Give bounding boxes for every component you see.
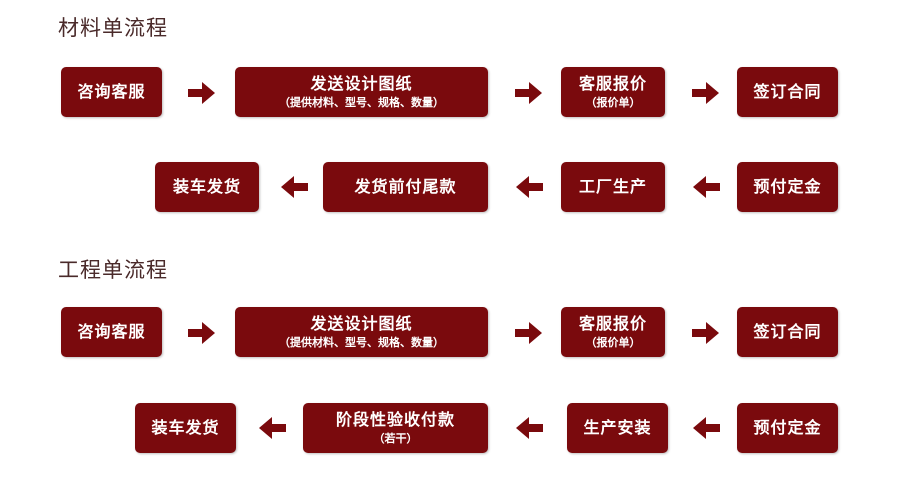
- project-step-stage-acceptance-payment: 阶段性验收付款 （若干）: [303, 403, 488, 453]
- arrow-right-icon: [188, 82, 215, 104]
- step-label: 发送设计图纸: [310, 74, 413, 93]
- arrow-left-icon: [516, 176, 543, 198]
- step-sublabel: （提供材料、型号、规格、数量）: [279, 96, 444, 109]
- step-label: 预付定金: [753, 177, 822, 196]
- step-label: 工厂生产: [578, 177, 647, 196]
- step-label: 生产安装: [583, 418, 652, 437]
- material-step-consult: 咨询客服: [61, 67, 162, 117]
- material-step-contract: 签订合同: [737, 67, 838, 117]
- arrow-right-icon: [692, 322, 719, 344]
- arrow-right-icon: [515, 82, 542, 104]
- project-step-send-drawings: 发送设计图纸 （提供材料、型号、规格、数量）: [235, 307, 488, 357]
- step-label: 咨询客服: [77, 322, 146, 341]
- material-step-production: 工厂生产: [561, 162, 665, 212]
- step-sublabel: （报价单）: [585, 96, 641, 109]
- step-sublabel: （报价单）: [585, 336, 641, 349]
- step-sublabel: （若干）: [373, 432, 418, 445]
- material-step-ship: 装车发货: [155, 162, 259, 212]
- project-step-deposit: 预付定金: [737, 403, 838, 453]
- project-step-quote: 客服报价 （报价单）: [561, 307, 665, 357]
- step-label: 签订合同: [753, 322, 822, 341]
- arrow-left-icon: [693, 176, 720, 198]
- material-step-quote: 客服报价 （报价单）: [561, 67, 665, 117]
- step-label: 装车发货: [151, 418, 220, 437]
- project-step-consult: 咨询客服: [61, 307, 162, 357]
- material-step-deposit: 预付定金: [737, 162, 838, 212]
- step-label: 装车发货: [172, 177, 241, 196]
- material-step-send-drawings: 发送设计图纸 （提供材料、型号、规格、数量）: [235, 67, 488, 117]
- step-label: 客服报价: [578, 74, 647, 93]
- project-step-ship: 装车发货: [135, 403, 236, 453]
- material-step-final-payment: 发货前付尾款: [323, 162, 488, 212]
- step-label: 签订合同: [753, 82, 822, 101]
- project-step-production-install: 生产安装: [567, 403, 668, 453]
- step-label: 发送设计图纸: [310, 314, 413, 333]
- arrow-right-icon: [692, 82, 719, 104]
- arrow-left-icon: [516, 417, 543, 439]
- arrow-left-icon: [259, 417, 286, 439]
- material-flow-title: 材料单流程: [58, 16, 168, 40]
- arrow-left-icon: [693, 417, 720, 439]
- step-label: 客服报价: [578, 314, 647, 333]
- arrow-right-icon: [188, 322, 215, 344]
- project-step-contract: 签订合同: [737, 307, 838, 357]
- step-sublabel: （提供材料、型号、规格、数量）: [279, 336, 444, 349]
- project-flow-title: 工程单流程: [58, 258, 168, 282]
- arrow-left-icon: [281, 176, 308, 198]
- step-label: 发货前付尾款: [354, 177, 457, 196]
- step-label: 咨询客服: [77, 82, 146, 101]
- step-label: 预付定金: [753, 418, 822, 437]
- arrow-right-icon: [515, 322, 542, 344]
- step-label: 阶段性验收付款: [335, 410, 455, 429]
